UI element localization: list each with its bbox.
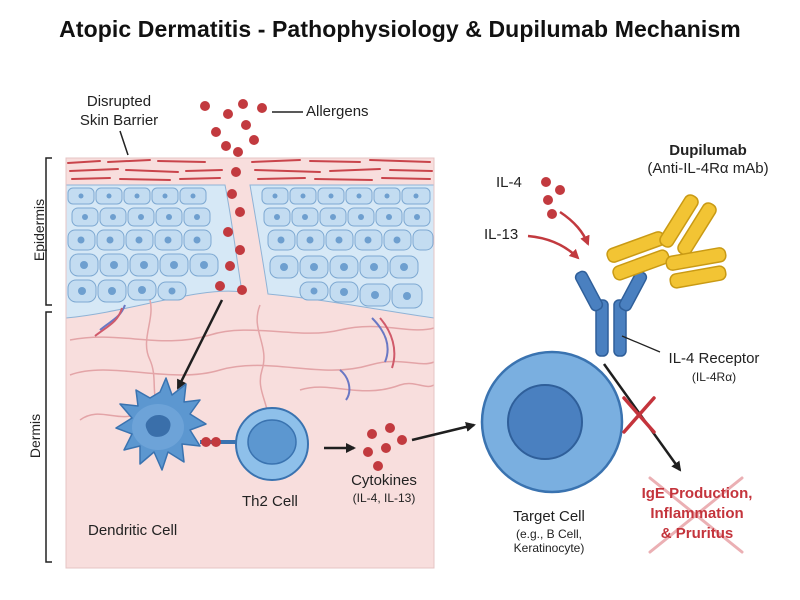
dendritic-cell [115, 377, 207, 471]
dupilumab-label: Dupilumab (Anti-IL-4Rα mAb) [628, 142, 788, 177]
cytokine-to-target-arrow [411, 422, 476, 442]
cytokines-subtitle: (IL-4, IL-13) [352, 491, 416, 505]
signal-block-icon [622, 396, 656, 434]
target-cell-subtitle-2: Keratinocyte) [513, 541, 585, 555]
th2-cell [235, 407, 309, 481]
il4-label: IL-4 [496, 174, 522, 191]
uptake-arrow [176, 299, 224, 390]
il4-receptor [574, 270, 648, 357]
target-cell [480, 350, 624, 494]
barrier-pointer [119, 130, 129, 156]
receptor-title: IL-4 Receptor [668, 350, 760, 367]
target-cell-subtitle-1: (e.g., B Cell, [515, 527, 583, 541]
cytokine-particles [363, 423, 407, 471]
il13-label: IL-13 [484, 226, 519, 243]
il13-arrow [527, 234, 580, 260]
epidermis-bracket [45, 157, 52, 306]
dupilumab-subtitle: (Anti-IL-4Rα mAb) [647, 160, 769, 177]
dermis-bracket [45, 311, 52, 563]
barrier-label-line1: Disrupted [86, 93, 152, 110]
page-title: Atopic Dermatitis - Pathophysiology & Du… [59, 16, 741, 42]
epidermis-label: Epidermis [31, 198, 47, 262]
il4-arrow [559, 210, 590, 246]
interleukin-particles [541, 177, 565, 219]
skin-panel [66, 158, 434, 568]
outcome-line3: & Pruritus [660, 525, 734, 542]
outcome-line2: Inflammation [650, 505, 744, 522]
outcome-label: IgE Production, Inflammation & Pruritus [630, 484, 764, 544]
cytokines-title: Cytokines [351, 472, 417, 489]
receptor-pointer [621, 335, 661, 353]
th2-cell-label: Th2 Cell [242, 493, 298, 510]
stratum-corneum [67, 159, 433, 181]
receptor-label: IL-4 Receptor (IL-4Rα) [652, 350, 776, 384]
blood-vessels [94, 304, 396, 401]
target-cell-label: Target Cell (e.g., B Cell, Keratinocyte) [484, 508, 614, 555]
dupilumab-title: Dupilumab [669, 142, 747, 159]
target-cell-title: Target Cell [513, 508, 585, 525]
dupilumab-antibody [606, 194, 727, 289]
dermis-label: Dermis [27, 413, 43, 459]
barrier-label-line2: Skin Barrier [79, 112, 159, 129]
dendritic-cell-label: Dendritic Cell [88, 522, 178, 539]
outcome-cross-icon [648, 476, 744, 554]
outcome-line1: IgE Production, [641, 485, 753, 502]
receptor-subtitle: (IL-4Rα) [691, 370, 737, 384]
barrier-label: Disrupted Skin Barrier [64, 92, 174, 130]
allergen-particles [200, 99, 267, 295]
allergens-label: Allergens [306, 103, 369, 120]
cytokines-label: Cytokines (IL-4, IL-13) [332, 472, 436, 505]
